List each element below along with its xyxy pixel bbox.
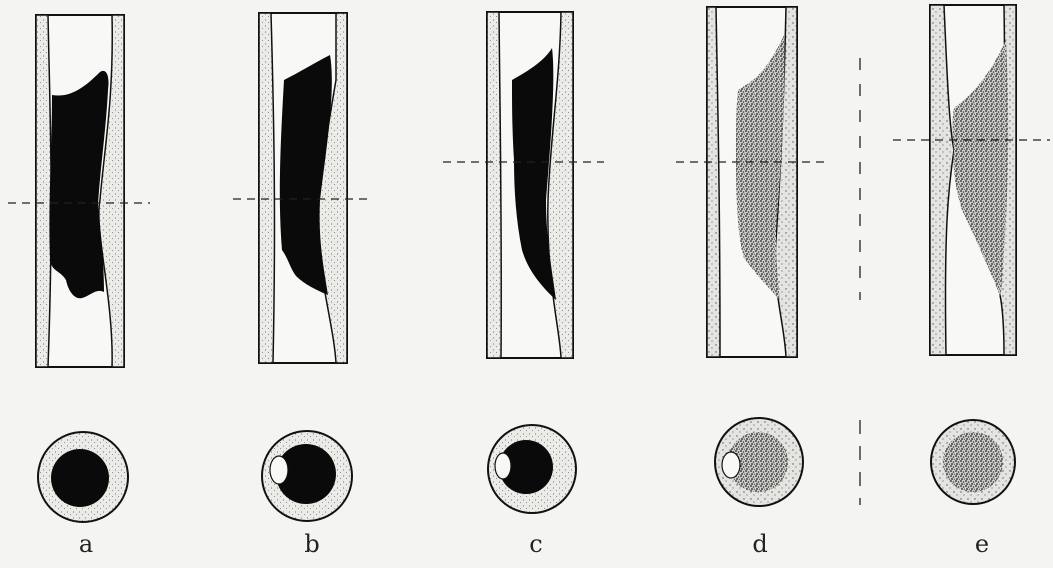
cross-section-lumen-c <box>495 453 511 479</box>
panel-c <box>443 12 604 513</box>
panel-e <box>893 5 1050 504</box>
panel-label-d: d <box>740 532 780 556</box>
panel-label-b: b <box>292 532 332 556</box>
cross-section-lumen-d <box>722 452 740 478</box>
panel-label-e: e <box>962 532 1002 556</box>
panel-d <box>676 7 828 506</box>
panel-b <box>233 13 372 521</box>
vessel-wall-left-c <box>487 12 501 358</box>
panel-a <box>8 15 150 522</box>
panel-label-c: c <box>516 532 556 556</box>
vessel-wall-left-a <box>36 15 51 367</box>
vessel-wall-left-b <box>259 13 274 363</box>
cross-section-lumen-b <box>270 456 288 484</box>
cross-section-core-e <box>943 432 1003 492</box>
panel-label-a: a <box>66 532 106 556</box>
cross-section-core-a <box>51 449 109 507</box>
